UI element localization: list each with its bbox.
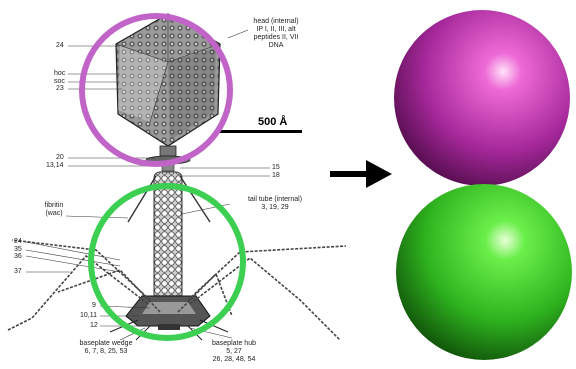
label-tail-tube: tail tube (internal) 3, 19, 29 [232, 196, 318, 212]
label-hoc: hoc [54, 70, 65, 78]
head-sphere [394, 10, 570, 186]
baseplate [126, 296, 210, 330]
label-24-top: 24 [56, 42, 64, 50]
label-36: 36 [14, 253, 22, 261]
label-13-14: 13,14 [46, 162, 64, 170]
arrow-icon [330, 160, 392, 188]
label-baseplate-wedge: baseplate wedge 6, 7, 8, 25, 53 [62, 340, 150, 356]
label-23: 23 [56, 85, 64, 93]
scale-bar [216, 130, 302, 133]
label-baseplate-hub: baseplate hub 5, 27 26, 28, 48, 54 [198, 340, 270, 364]
scale-bar-label: 500 Å [258, 116, 287, 128]
label-12: 12 [90, 322, 98, 330]
tail-sheath [154, 172, 182, 300]
label-24-left: 24 [14, 238, 22, 246]
label-37: 37 [14, 268, 22, 276]
label-15: 15 [272, 164, 280, 172]
tail-sphere [396, 184, 572, 360]
label-18: 18 [272, 172, 280, 180]
label-9: 9 [92, 302, 96, 310]
label-10-11: 10,11 [80, 312, 97, 320]
label-head: head (internal) IP I, II, III, alt pepti… [240, 18, 312, 50]
label-20: 20 [56, 154, 64, 162]
label-fibritin: fibritin (wac) [34, 202, 74, 218]
